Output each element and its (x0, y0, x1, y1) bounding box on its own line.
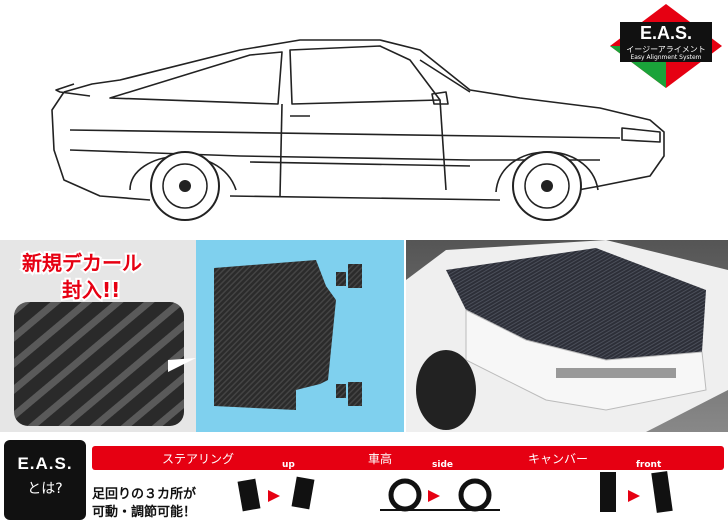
decal-piece (348, 264, 362, 288)
ride-height-icon (380, 478, 500, 512)
label-front: front (636, 460, 662, 470)
label-up: up (282, 460, 295, 470)
logo-subtitle-en: Easy Alignment System (630, 54, 702, 61)
front-wheel (512, 151, 582, 221)
hood-decal-shape (214, 260, 336, 410)
logo-subtitle-ja: イージーアライメント (626, 45, 706, 54)
logo-title: E.A.S. (639, 23, 692, 43)
label-camber: キャンバー (528, 452, 589, 466)
camber-icon (600, 471, 673, 513)
feature-band (92, 446, 724, 470)
description-line-2: 可動・調節可能！ (92, 505, 197, 520)
decal-piece (348, 382, 362, 406)
label-steering: ステアリング (162, 452, 235, 466)
eas-diagram-icons (237, 471, 673, 513)
label-ride-height: 車高 (368, 452, 393, 466)
eas-description: 足回りの３カ所が 可動・調節可能！ (92, 486, 196, 522)
eas-box-subtitle: とは? (27, 481, 63, 497)
label-side: side (432, 460, 453, 470)
decal-panel (0, 240, 196, 432)
steering-icon (237, 476, 315, 512)
badge-new-decal: 新規デカール (20, 249, 144, 277)
badge-enclosed: 封入!! (60, 276, 122, 304)
eas-box-title: E.A.S. (17, 454, 73, 473)
model-photo (406, 240, 728, 432)
decal-piece (336, 384, 346, 398)
eas-logo: E.A.S. イージーアライメント Easy Alignment System (610, 4, 722, 88)
car-illustration (51, 39, 665, 221)
rear-wheel (150, 151, 220, 221)
decal-piece (336, 272, 346, 286)
description-line-1: 足回りの３カ所が (92, 487, 197, 502)
hood-decal-panel (196, 240, 404, 432)
carbon-swatch (14, 302, 184, 426)
eas-box: E.A.S. とは? (4, 440, 86, 520)
